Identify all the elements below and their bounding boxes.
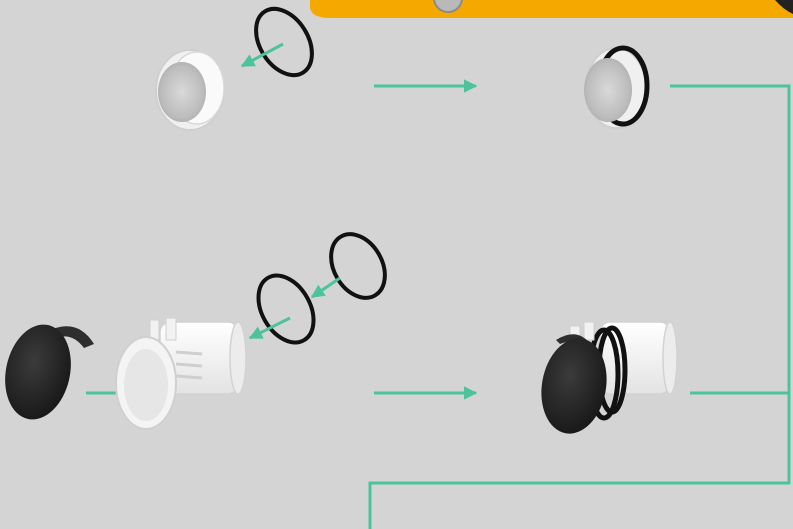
- lens-assembled: [584, 48, 647, 128]
- header-banner: [310, 0, 793, 18]
- insert-arrow: [242, 44, 283, 66]
- o-ring-icon: [245, 0, 324, 85]
- insert-arrow: [312, 278, 340, 297]
- o-ring-icon: [320, 225, 396, 308]
- flow-connector: [370, 86, 789, 529]
- lens-part-left: [156, 50, 224, 130]
- housing-assembled: [534, 322, 677, 439]
- cap-part: [0, 318, 94, 425]
- housing-part: [116, 318, 246, 429]
- o-ring-icon: [247, 266, 325, 352]
- insert-arrow: [250, 318, 290, 338]
